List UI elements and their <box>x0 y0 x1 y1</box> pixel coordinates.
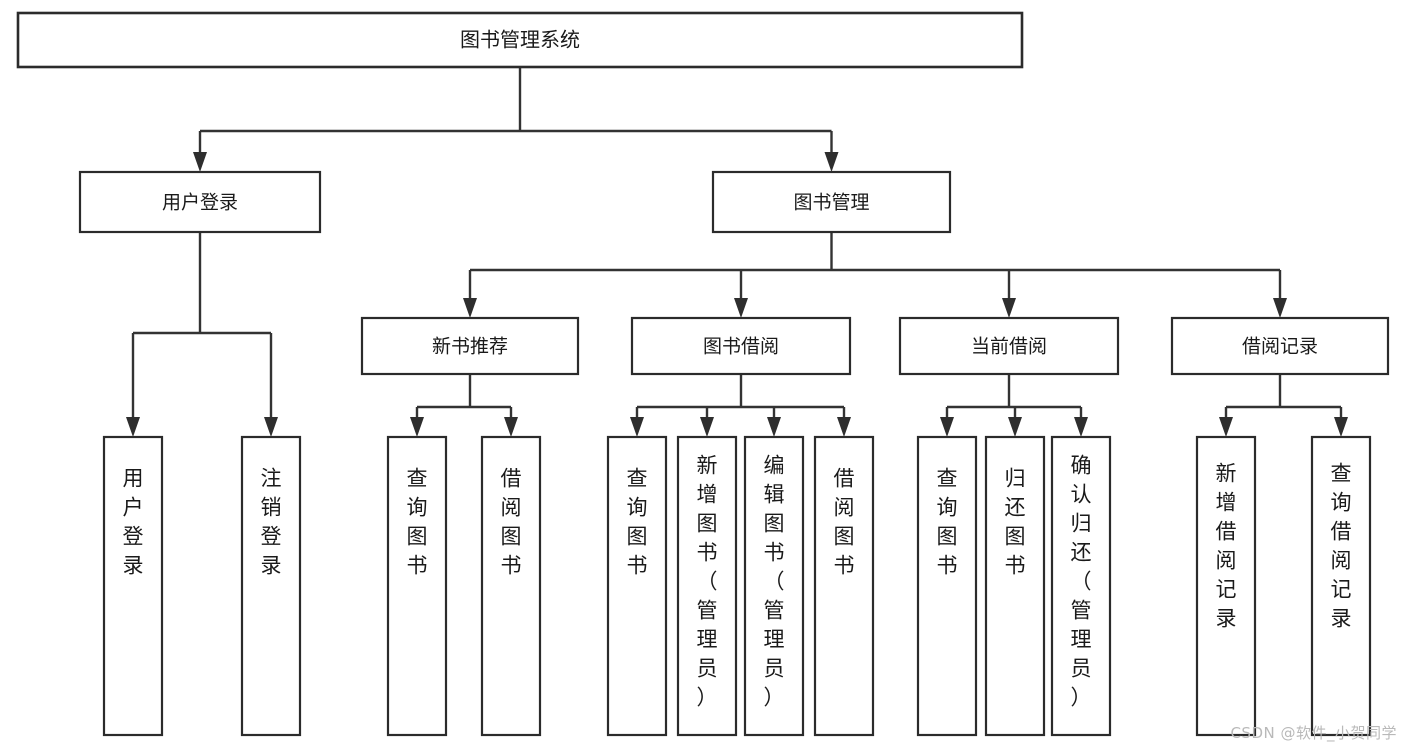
node-leaf-return-book-label: 归还图书 <box>1005 467 1026 578</box>
node-book-manage-label: 图书管理 <box>793 192 869 214</box>
node-book-borrow[interactable]: 图书借阅 <box>630 316 852 376</box>
arrow-head-icon-leaf-query-record <box>1334 417 1348 437</box>
node-leaf-query-book-2[interactable]: 查询图书 <box>606 435 668 737</box>
watermark-label: CSDN @软件_小贺同学 <box>1230 724 1397 742</box>
node-user-login[interactable]: 用户登录 <box>78 170 322 234</box>
node-leaf-user-login-label: 用户登录 <box>123 467 144 578</box>
node-user-login-label: 用户登录 <box>162 192 238 214</box>
node-leaf-borrow-book-2-label: 借阅图书 <box>834 467 855 578</box>
node-leaf-user-logout-label: 注销登录 <box>261 467 282 578</box>
node-book-borrow-rect <box>630 316 852 376</box>
node-book-manage[interactable]: 图书管理 <box>711 170 952 234</box>
arrow-head-icon-leaf-borrow-book-1 <box>504 417 518 437</box>
arrow-head-icon-leaf-query-book-2 <box>630 417 644 437</box>
node-leaf-borrow-book-2[interactable]: 借阅图书 <box>813 435 875 737</box>
node-book-borrow-label: 图书借阅 <box>703 336 779 358</box>
node-leaf-query-record-label: 查询借阅记录 <box>1331 461 1352 630</box>
node-root[interactable]: 图书管理系统 <box>16 11 1024 69</box>
arrow-head-icon-leaf-user-logout <box>264 417 278 437</box>
node-leaf-return-book[interactable]: 归还图书 <box>984 435 1046 737</box>
node-root-rect <box>16 11 1024 69</box>
arrow-head-icon-new-book-rec <box>463 298 477 318</box>
node-root-label: 图书管理系统 <box>460 28 580 52</box>
node-leaf-user-logout-rect <box>240 435 302 737</box>
node-leaf-edit-book[interactable]: 编辑图书（管理员） <box>743 435 805 737</box>
arrow-head-icon-book-borrow <box>734 298 748 318</box>
arrow-head-icon-leaf-return-book <box>1008 417 1022 437</box>
node-leaf-return-book-rect <box>984 435 1046 737</box>
arrow-head-icon-leaf-add-record <box>1219 417 1233 437</box>
arrow-head-icon-leaf-add-book <box>700 417 714 437</box>
node-leaf-query-book-1[interactable]: 查询图书 <box>386 435 448 737</box>
node-new-book-rec[interactable]: 新书推荐 <box>360 316 580 376</box>
arrow-head-icon-book-manage <box>824 152 839 172</box>
node-new-book-rec-label: 新书推荐 <box>432 336 508 358</box>
node-book-manage-rect <box>711 170 952 234</box>
node-leaf-add-record-rect <box>1195 435 1257 737</box>
node-leaf-confirm-return-label: 确认归还（管理员） <box>1071 454 1092 710</box>
node-new-book-rec-rect <box>360 316 580 376</box>
node-borrow-record-rect <box>1170 316 1390 376</box>
arrow-head-icon-borrow-record <box>1273 298 1287 318</box>
arrow-head-icon-leaf-query-book-1 <box>410 417 424 437</box>
nodes-layer: 图书管理系统用户登录图书管理新书推荐图书借阅当前借阅借阅记录用户登录注销登录查询… <box>16 11 1390 737</box>
node-borrow-record[interactable]: 借阅记录 <box>1170 316 1390 376</box>
node-leaf-query-book-3[interactable]: 查询图书 <box>916 435 978 737</box>
node-leaf-borrow-book-1-label: 借阅图书 <box>501 467 522 578</box>
arrow-head-icon-user-login <box>193 152 207 172</box>
node-leaf-add-book-label: 新增图书（管理员） <box>697 454 718 710</box>
node-leaf-query-book-2-label: 查询图书 <box>627 467 648 578</box>
node-leaf-borrow-book-1[interactable]: 借阅图书 <box>480 435 542 737</box>
node-current-borrow[interactable]: 当前借阅 <box>898 316 1120 376</box>
node-leaf-query-book-3-label: 查询图书 <box>937 467 958 578</box>
node-leaf-user-login[interactable]: 用户登录 <box>102 435 164 737</box>
node-leaf-add-book-rect <box>676 435 738 737</box>
node-leaf-edit-book-label: 编辑图书（管理员） <box>764 454 785 710</box>
arrow-head-icon-leaf-user-login <box>126 417 140 437</box>
node-leaf-query-record[interactable]: 查询借阅记录 <box>1310 435 1372 737</box>
node-leaf-user-login-rect <box>102 435 164 737</box>
node-leaf-add-record[interactable]: 新增借阅记录 <box>1195 435 1257 737</box>
node-leaf-edit-book-rect <box>743 435 805 737</box>
node-leaf-query-record-rect <box>1310 435 1372 737</box>
node-leaf-borrow-book-2-rect <box>813 435 875 737</box>
node-leaf-confirm-return[interactable]: 确认归还（管理员） <box>1050 435 1112 737</box>
node-current-borrow-label: 当前借阅 <box>971 336 1047 358</box>
connectors-layer <box>126 67 1348 437</box>
node-user-login-rect <box>78 170 322 234</box>
node-leaf-borrow-book-1-rect <box>480 435 542 737</box>
node-leaf-add-record-label: 新增借阅记录 <box>1216 461 1237 630</box>
node-leaf-query-book-2-rect <box>606 435 668 737</box>
arrow-head-icon-leaf-query-book-3 <box>940 417 954 437</box>
node-leaf-query-book-3-rect <box>916 435 978 737</box>
node-borrow-record-label: 借阅记录 <box>1242 336 1318 358</box>
arrow-head-icon-leaf-edit-book <box>767 417 781 437</box>
node-leaf-user-logout[interactable]: 注销登录 <box>240 435 302 737</box>
node-leaf-query-book-1-label: 查询图书 <box>407 467 428 578</box>
node-leaf-add-book[interactable]: 新增图书（管理员） <box>676 435 738 737</box>
arrow-head-icon-leaf-confirm-return <box>1074 417 1088 437</box>
node-current-borrow-rect <box>898 316 1120 376</box>
node-leaf-confirm-return-rect <box>1050 435 1112 737</box>
node-leaf-query-book-1-rect <box>386 435 448 737</box>
arrow-head-icon-current-borrow <box>1002 298 1016 318</box>
arrow-head-icon-leaf-borrow-book-2 <box>837 417 851 437</box>
